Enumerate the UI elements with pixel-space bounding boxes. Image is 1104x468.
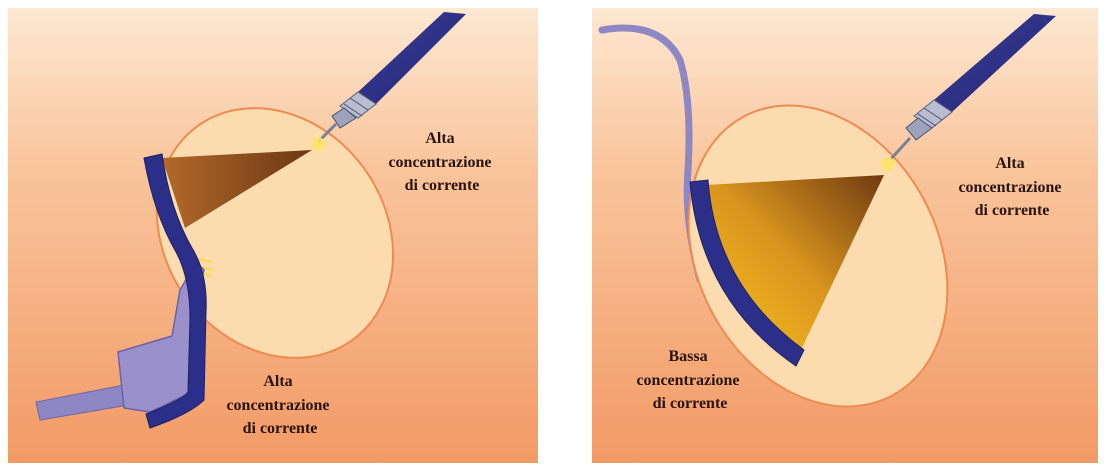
left-panel: Alta concentrazione di corrente Alta con… — [8, 8, 538, 463]
right-probe-spark — [881, 157, 895, 171]
left-probe-spark — [311, 137, 325, 151]
right-panel: Alta concentrazione di corrente Bassa co… — [592, 8, 1098, 463]
